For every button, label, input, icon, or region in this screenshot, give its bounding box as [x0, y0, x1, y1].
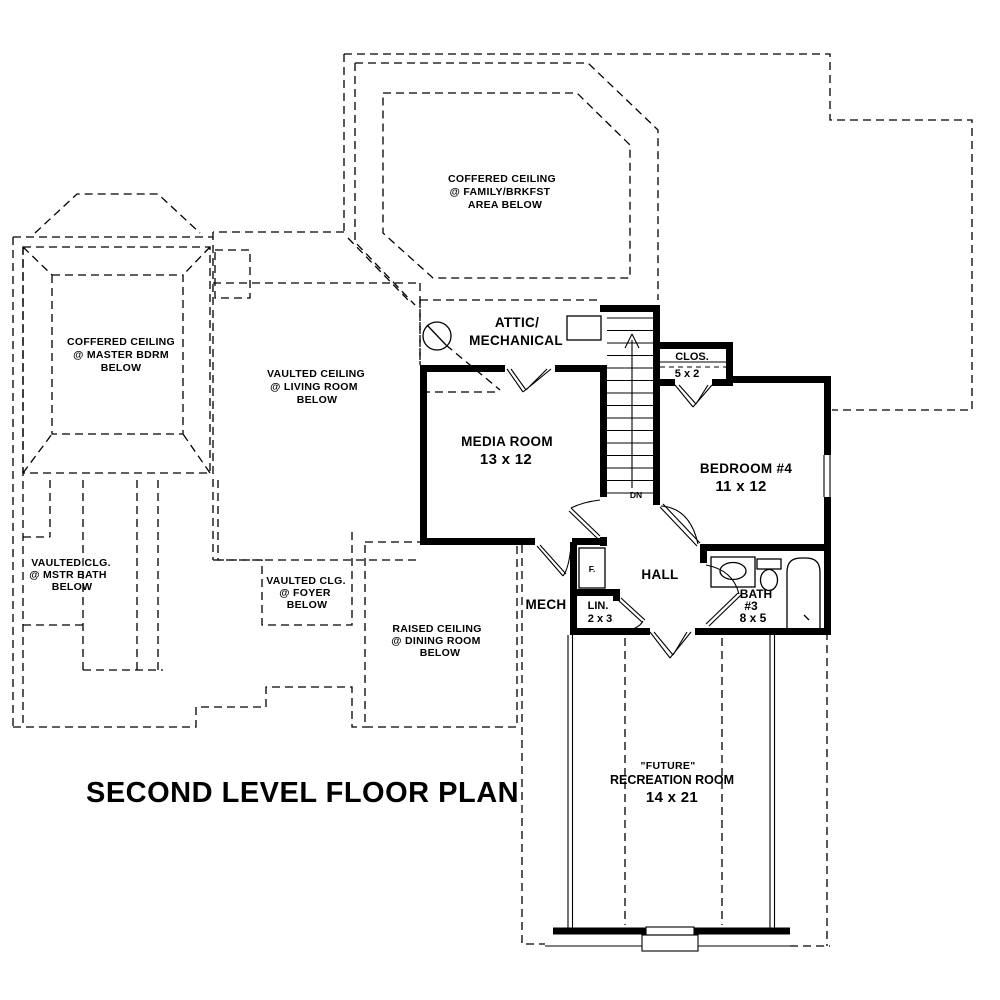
bedroom4-door [659, 503, 701, 547]
family-octagon-inner [382, 92, 631, 279]
closet-label: CLOS. [675, 351, 709, 363]
bath3-size: 8 x 5 [740, 611, 767, 625]
toilet-tank [756, 558, 782, 570]
family-octagon-outer [347, 62, 659, 306]
mech-label: MECH [526, 597, 567, 612]
bath3-number: #3 [744, 599, 758, 613]
dining-note-line1: RAISED CEILING [392, 623, 481, 635]
linen-label: LIN. [588, 600, 609, 612]
living-room-outline [213, 282, 421, 561]
family-note-line2: @ FAMILY/BRKFST [450, 186, 551, 198]
bathtub [786, 557, 821, 628]
mstr-bath-note-line1: VAULTED CLG. [31, 557, 111, 569]
closet-size: 5 x 2 [675, 368, 699, 380]
linen-size: 2 x 3 [588, 613, 612, 625]
attic-fan-slash [426, 324, 447, 346]
recreation-door [649, 631, 692, 659]
living-note-line1: VAULTED CEILING [267, 368, 365, 380]
linen-door [617, 597, 646, 631]
toilet-bowl [759, 568, 779, 592]
dining-note-line2: @ DINING ROOM [391, 635, 480, 647]
media-room-walls [420, 365, 607, 546]
recreation-size: 14 x 21 [646, 789, 698, 806]
foyer-outline [217, 480, 353, 626]
dining-note-line3: BELOW [420, 647, 461, 659]
stairs-dn-label: DN [630, 490, 642, 500]
recreation-side-framing [567, 635, 776, 928]
hall-label: HALL [641, 567, 678, 582]
bath3-label: BATH [740, 587, 772, 601]
master-bath-partitions [23, 480, 163, 671]
furnace-closet-box [578, 547, 606, 589]
stairwell-walls [600, 305, 660, 505]
walls [420, 305, 831, 935]
vanity-counter [710, 556, 756, 588]
plan-title: SECOND LEVEL FLOOR PLAN [86, 777, 519, 809]
recreation-qualifier: "FUTURE" [641, 760, 696, 772]
foyer-note-line2: @ FOYER [279, 587, 331, 599]
attic-label-line1: ATTIC/ [495, 315, 539, 330]
master-side-chase [214, 249, 251, 299]
dashed-footprint-outlines [12, 53, 973, 947]
master-bay-window [34, 193, 201, 234]
closet-bifold-door [674, 384, 713, 408]
media-room-label: MEDIA ROOM [461, 434, 553, 449]
sink-icon [719, 561, 747, 581]
recreation-window-sill [641, 934, 699, 952]
recreation-label: RECREATION ROOM [610, 773, 734, 787]
living-note-line2: @ LIVING ROOM [270, 381, 358, 393]
hall-linen-walls [570, 542, 650, 635]
dining-outline [364, 541, 518, 728]
recreation-dashed-lines [521, 545, 830, 947]
mstr-bath-note-line3: BELOW [52, 581, 93, 593]
media-hall-door [568, 499, 601, 540]
recreation-window [645, 926, 695, 936]
labels: COFFERED CEILING @ FAMILY/BRKFST AREA BE… [29, 173, 792, 809]
living-note-line3: BELOW [297, 394, 338, 406]
outer-boundary-left-connector [213, 54, 345, 233]
family-note-line1: COFFERED CEILING [448, 173, 556, 185]
media-room-size: 13 x 12 [480, 451, 532, 468]
bedroom4-window [823, 455, 831, 497]
master-coffer-ring [22, 246, 211, 474]
details [422, 315, 831, 952]
attic-fan-icon [422, 321, 452, 351]
outer-boundary-top-right [344, 53, 973, 411]
foyer-note-line3: BELOW [287, 599, 328, 611]
bath3-walls [695, 548, 831, 635]
bedroom4-label: BEDROOM #4 [700, 461, 792, 476]
mechanical-platform [566, 315, 602, 341]
stair-treads [607, 317, 653, 494]
attic-label-line2: MECHANICAL [469, 333, 563, 348]
master-note-line2: @ MASTER BDRM [73, 349, 169, 361]
bedroom4-size: 11 x 12 [715, 478, 766, 495]
mstr-bath-note-line2: @ MSTR BATH [29, 569, 107, 581]
bath3-door [705, 564, 742, 627]
media-mech-door [536, 544, 572, 577]
attic-media-door [506, 368, 552, 393]
foyer-note-line1: VAULTED CLG. [266, 575, 346, 587]
furnace-label: F. [589, 564, 596, 574]
family-note-line3: AREA BELOW [468, 199, 542, 211]
bedroom4-walls [700, 376, 831, 631]
stair-direction-arrow [624, 333, 640, 488]
closet-walls [656, 342, 733, 386]
master-note-line1: COFFERED CEILING [67, 336, 175, 348]
stepped-boundary [13, 686, 365, 728]
attic-boundary [419, 299, 600, 393]
master-note-line3: BELOW [101, 362, 142, 374]
